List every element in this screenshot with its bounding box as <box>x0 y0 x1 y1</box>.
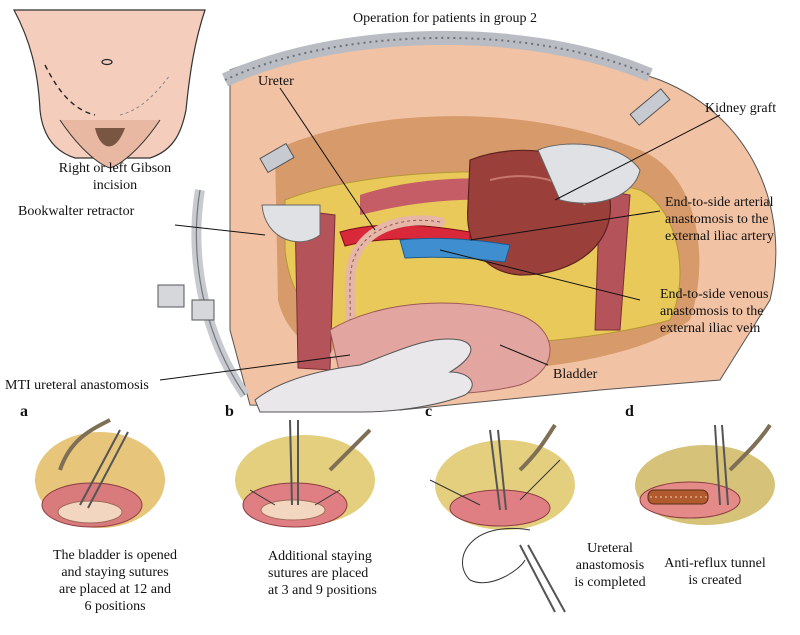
panel-c-drawing <box>429 423 575 613</box>
label-venous-anastomosis: End-to-side venous anastomosis to the ex… <box>660 287 769 336</box>
panel-d-caption: Anti-reflux tunnel is created <box>664 556 766 588</box>
label-incision: Right or left Gibson incision <box>58 161 172 193</box>
panel-b-letter: b <box>225 403 234 420</box>
panel-a-drawing <box>35 418 165 528</box>
panel-c-caption: Ureteral anastomosis is completed <box>574 541 646 590</box>
panel-d-letter: d <box>625 403 634 420</box>
panel-b-caption: Additional staying sutures are placed at… <box>268 549 377 598</box>
label-arterial-anastomosis: End-to-side arterial anastomosis to the … <box>665 195 774 244</box>
label-kidney-graft: Kidney graft <box>705 101 777 116</box>
leader-lines <box>159 87 721 381</box>
figure-title: Operation for patients in group 2 <box>353 11 537 26</box>
torso-inset <box>13 9 206 169</box>
panel-b-drawing <box>235 419 375 528</box>
label-bladder: Bladder <box>553 367 598 382</box>
label-mti-anastomosis: MTI ureteral anastomosis <box>5 378 149 393</box>
panel-d-drawing <box>635 423 775 525</box>
operative-field <box>157 30 777 413</box>
panel-a-caption: The bladder is opened and staying suture… <box>52 548 177 614</box>
panel-c-letter: c <box>425 403 433 420</box>
panel-a-letter: a <box>20 403 28 420</box>
label-retractor: Bookwalter retractor <box>18 204 135 219</box>
label-ureter: Ureter <box>258 74 294 89</box>
